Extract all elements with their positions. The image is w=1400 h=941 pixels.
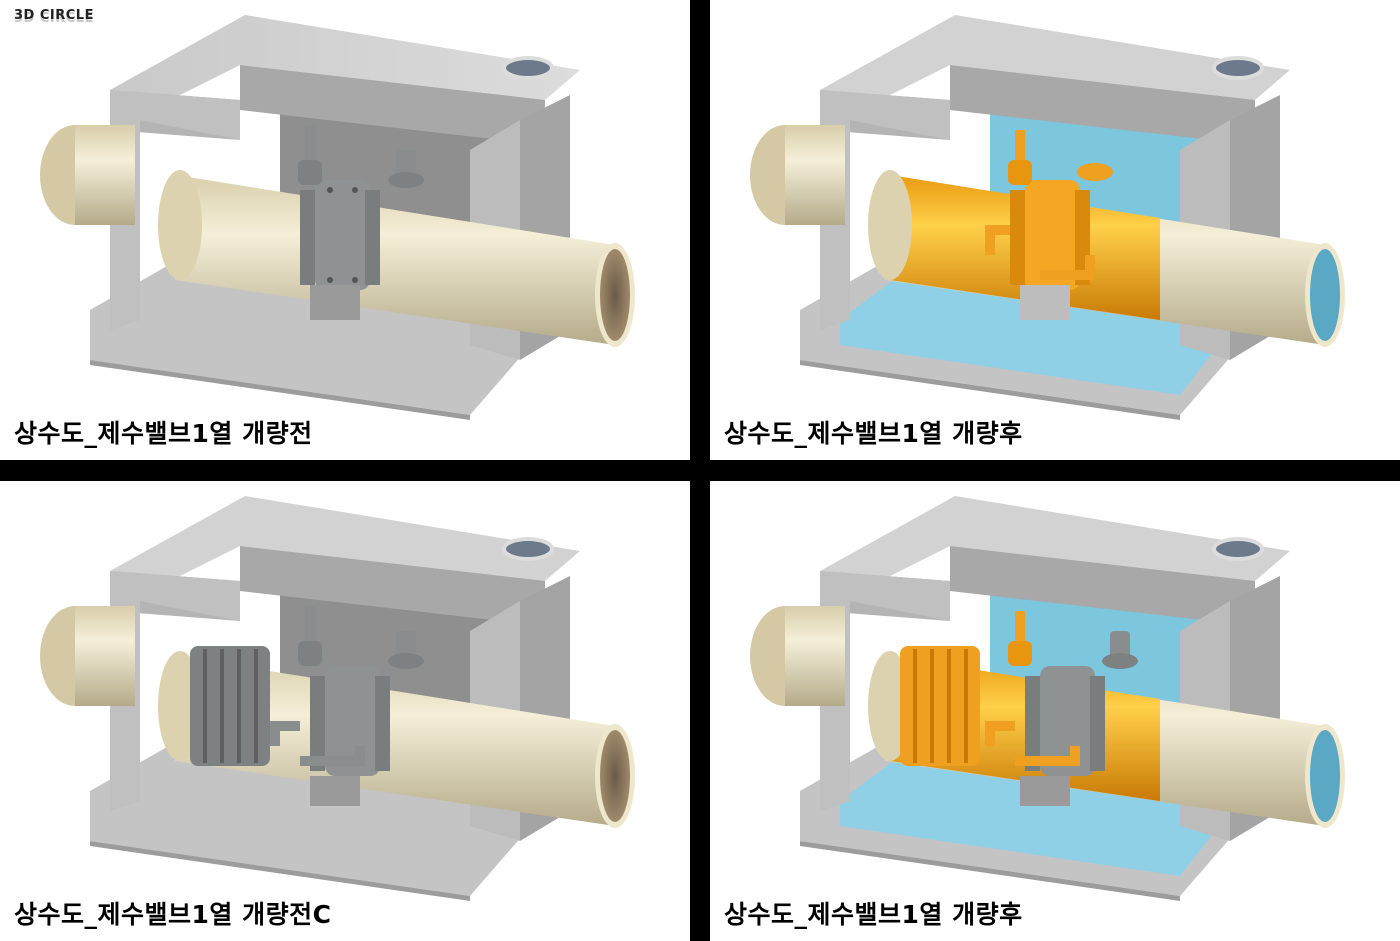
panel-caption: 상수도_제수밸브1열 개량전C <box>14 900 332 929</box>
roof-slab <box>110 15 580 130</box>
valve-chamber-illustration <box>750 15 1345 420</box>
gate-valve <box>1025 180 1080 290</box>
valve-chamber-illustration <box>40 15 635 420</box>
valve-support <box>310 776 360 806</box>
roof-slab <box>820 496 1290 611</box>
valve-chamber-illustration <box>750 496 1345 901</box>
brand-logo: 3D CIRCLE <box>14 8 94 23</box>
expansion-joint <box>190 646 270 766</box>
main-pipe <box>175 175 615 345</box>
valve-support <box>310 285 360 320</box>
render-panel-2: 상수도_제수밸브1열 개량후 <box>710 0 1400 460</box>
gate-valve <box>1040 666 1095 776</box>
bypass-pipe <box>270 721 365 766</box>
render-panel-3: 상수도_제수밸브1열 개량전C <box>0 481 690 941</box>
bypass-pipe <box>985 721 1080 766</box>
valve-stem <box>305 125 315 180</box>
manhole-cover <box>1212 537 1264 561</box>
main-pipe <box>175 656 615 826</box>
roof-slab <box>820 15 1290 130</box>
valve-support <box>1020 776 1070 806</box>
gate-valve <box>325 666 380 776</box>
gate-valve <box>315 180 370 290</box>
panel-caption: 상수도_제수밸브1열 개량후 <box>724 900 1023 929</box>
valve-stem <box>305 606 315 661</box>
panel-caption: 상수도_제수밸브1열 개량후 <box>724 419 1023 448</box>
manhole-cover <box>1212 56 1264 80</box>
valve-chamber-illustration <box>40 496 635 901</box>
bypass-pipe <box>985 225 1095 280</box>
expansion-joint <box>900 646 980 766</box>
manhole-cover <box>502 56 554 80</box>
valve-stem <box>1015 130 1025 180</box>
air-valve <box>1077 163 1113 181</box>
valve-support <box>1020 285 1070 320</box>
render-panel-1: 3D CIRCLE 상수도_제수밸브1열 개량전 <box>0 0 690 460</box>
panel-caption: 상수도_제수밸브1열 개량전 <box>14 419 313 448</box>
manhole-cover <box>502 537 554 561</box>
roof-slab <box>110 496 580 611</box>
render-panel-4: 상수도_제수밸브1열 개량후 <box>710 481 1400 941</box>
valve-stem <box>1015 611 1025 661</box>
